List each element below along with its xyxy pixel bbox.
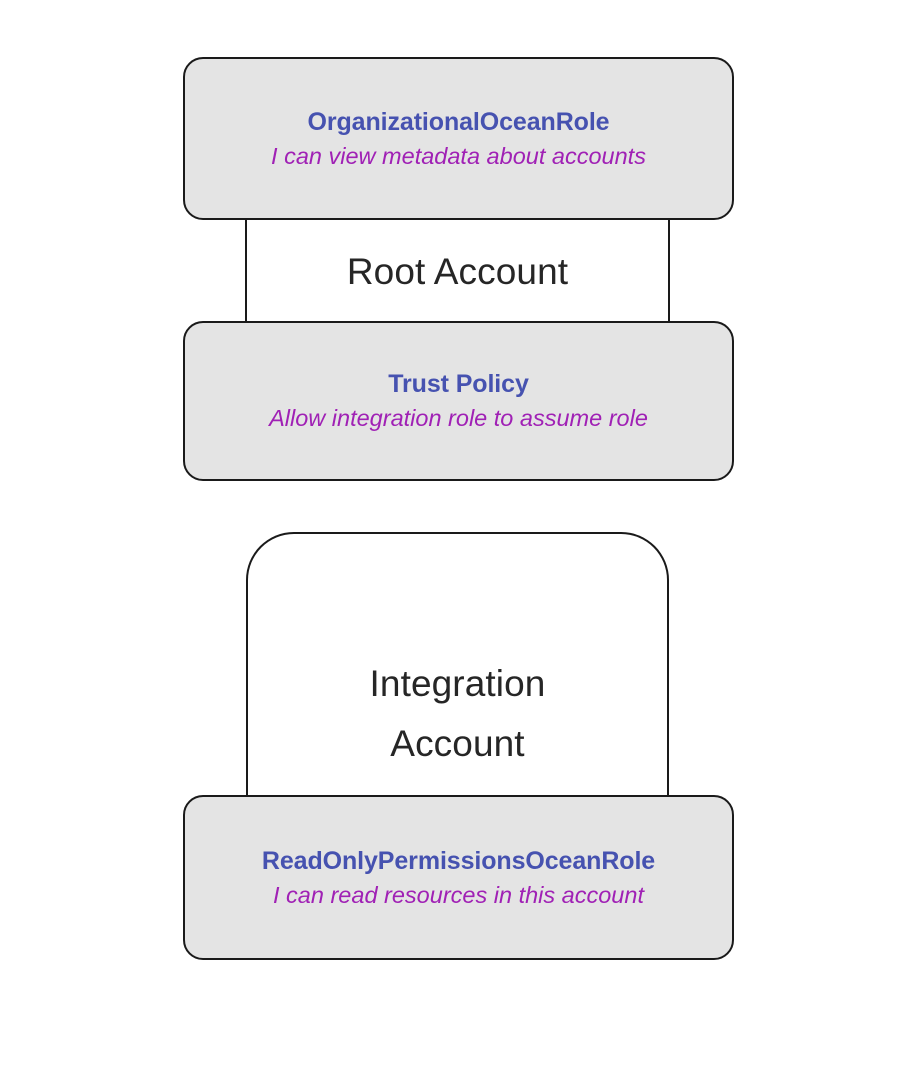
trust-policy-title: Trust Policy — [388, 370, 529, 398]
root-account-label: Root Account — [346, 251, 569, 292]
root-account-container: Root Account — [245, 218, 670, 326]
organizational-ocean-role-title: OrganizationalOceanRole — [307, 107, 610, 136]
trust-policy-subtitle: Allow integration role to assume role — [269, 405, 648, 431]
trust-policy-card[interactable]: Trust Policy Allow integration role to a… — [183, 321, 734, 481]
readonly-permissions-ocean-role-subtitle: I can read resources in this account — [273, 881, 644, 908]
organizational-ocean-role-subtitle: I can view metadata about accounts — [271, 142, 646, 169]
organizational-ocean-role-card[interactable]: OrganizationalOceanRole I can view metad… — [183, 57, 734, 220]
integration-account-container: Integration Account — [246, 532, 669, 798]
readonly-permissions-ocean-role-card[interactable]: ReadOnlyPermissionsOceanRole I can read … — [183, 795, 734, 960]
readonly-permissions-ocean-role-title: ReadOnlyPermissionsOceanRole — [261, 846, 656, 875]
integration-account-label: Integration Account — [369, 663, 546, 764]
